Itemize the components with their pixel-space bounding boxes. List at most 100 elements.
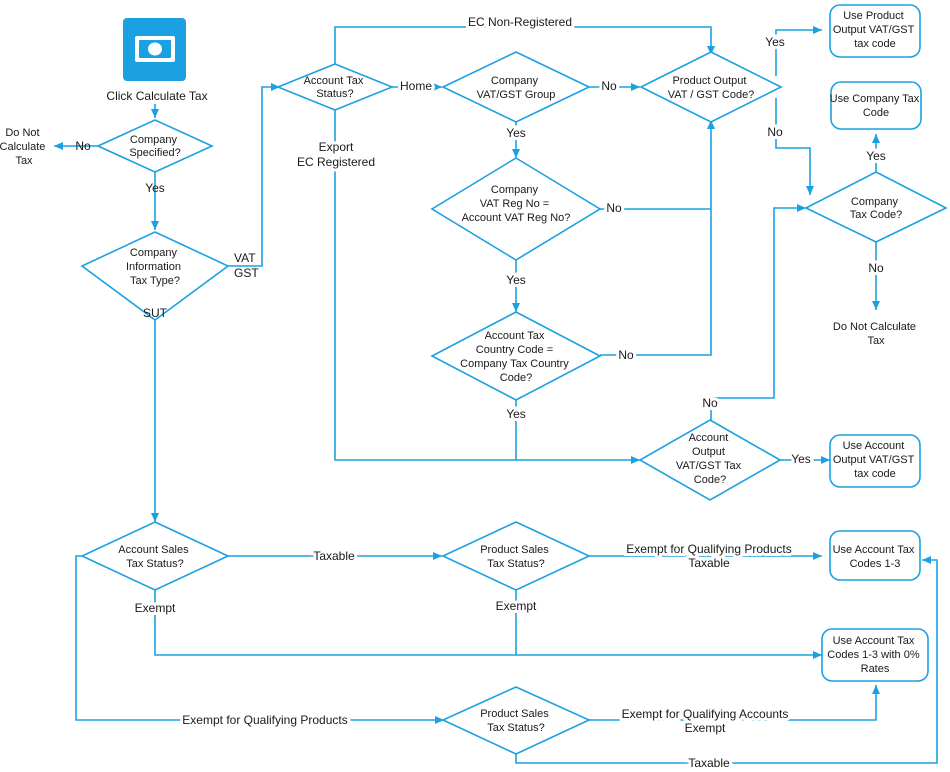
edge-export bbox=[334, 110, 640, 464]
company-tax-code-decision: Company Tax Code? bbox=[804, 171, 948, 243]
product-sales-tax-status-decision-2: Product Sales Tax Status? bbox=[441, 686, 591, 755]
label-exempt-1: Exempt bbox=[135, 601, 176, 615]
label-ec-non-registered: EC Non-Registered bbox=[468, 15, 572, 29]
edge-product-output-yes bbox=[775, 26, 822, 76]
label-yes-1: Yes bbox=[145, 181, 165, 195]
company-info-tax-type-decision: Company Information Tax Type? bbox=[80, 231, 230, 321]
calculate-tax-button[interactable]: Click Calculate Tax bbox=[106, 18, 208, 103]
edge-labels: No Yes VAT GST SUT EC Non-Registered Hom… bbox=[75, 12, 888, 772]
edge-exempt-qualifying-products-1 bbox=[75, 555, 444, 724]
company-specified-line-1: Company bbox=[130, 134, 178, 146]
account-tax-country-decision: Account Tax Country Code = Company Tax C… bbox=[430, 311, 602, 401]
svg-text:Company VAT Reg No =: Company VAT Reg No = Account VAT Reg No? bbox=[462, 184, 571, 224]
vat-reg-line-3: Account VAT Reg No? bbox=[462, 212, 571, 224]
svg-text:Use Account Tax Codes 1-: Use Account Tax Codes 1-3 with 0% Rates bbox=[827, 635, 922, 675]
label-yes-4: Yes bbox=[506, 273, 526, 287]
country-line-2: Country Code = bbox=[476, 344, 553, 356]
svg-text:Company Specified?: Company Specified? bbox=[129, 134, 180, 159]
account-sales-tax-status-decision: Account Sales Tax Status? bbox=[80, 521, 230, 591]
use-tax-codes-zero-line-3: Rates bbox=[861, 663, 890, 675]
svg-text:Account Sales Tax Status: Account Sales Tax Status? bbox=[118, 544, 191, 570]
company-vat-group-decision: Company VAT/GST Group bbox=[441, 51, 591, 123]
use-account-output-terminal: Use Account Output VAT/GST tax code bbox=[829, 434, 921, 488]
company-info-line-2: Information bbox=[126, 261, 181, 273]
company-info-line-1: Company bbox=[130, 247, 178, 259]
edge-vat-gst bbox=[228, 83, 280, 267]
use-account-tax-codes-terminal: Use Account Tax Codes 1-3 bbox=[829, 530, 921, 581]
svg-text:Use Company Tax Code: Use Company Tax Code bbox=[830, 93, 923, 119]
edge-exempt-1 bbox=[154, 590, 822, 659]
vat-reg-line-2: VAT Reg No = bbox=[480, 198, 549, 210]
account-sales-line-1: Account Sales bbox=[118, 544, 189, 556]
svg-text:Company Tax Code?: Company Tax Code? bbox=[850, 196, 903, 221]
vat-group-line-1: Company bbox=[491, 75, 539, 87]
do-not-calc-2-line-1: Do Not Calculate bbox=[833, 321, 916, 333]
company-vat-reg-decision: Company VAT Reg No = Account VAT Reg No? bbox=[430, 157, 602, 261]
label-vat: VAT bbox=[234, 251, 256, 265]
edge-ec-non-registered bbox=[334, 26, 715, 64]
product-output-vat-decision: Product Output VAT / GST Code? bbox=[639, 51, 783, 123]
country-line-3: Company Tax Country bbox=[460, 358, 569, 370]
svg-text:Account Output VAT: Account Output VAT/GST Tax Code? bbox=[676, 432, 744, 486]
use-account-output-line-1: Use Account bbox=[843, 440, 905, 452]
label-sut: SUT bbox=[143, 306, 168, 320]
label-gst: GST bbox=[234, 266, 259, 280]
label-home: Home bbox=[400, 79, 432, 93]
edge-country-no bbox=[600, 120, 715, 356]
label-no-5: No bbox=[618, 348, 634, 362]
account-output-line-4: Code? bbox=[694, 474, 726, 486]
product-sales-2-line-2: Tax Status? bbox=[487, 722, 544, 734]
label-yes-account-output: Yes bbox=[791, 452, 811, 466]
account-tax-status-line-1: Account Tax bbox=[304, 75, 364, 87]
label-exempt-qualifying-accounts: Exempt for Qualifying Accounts bbox=[622, 707, 789, 721]
use-product-output-line-1: Use Product bbox=[843, 10, 904, 22]
svg-text:Use Account Output VAT/G: Use Account Output VAT/GST tax code bbox=[833, 440, 917, 480]
label-no-4: No bbox=[606, 201, 622, 215]
label-yes-2: Yes bbox=[506, 126, 526, 140]
label-yes-6: Yes bbox=[866, 149, 886, 163]
account-sales-line-2: Tax Status? bbox=[126, 558, 183, 570]
use-company-tax-line-2: Code bbox=[863, 107, 889, 119]
label-no-1: No bbox=[75, 139, 91, 153]
svg-text:Do Not Calculate Tax: Do Not Calculate Tax bbox=[833, 321, 919, 347]
do-not-calc-1-line-2: Calculate bbox=[0, 141, 45, 153]
svg-text:Account Tax Country Code: Account Tax Country Code = Company Tax C… bbox=[460, 330, 572, 384]
use-product-output-line-3: tax code bbox=[854, 38, 896, 50]
do-not-calculate-tax-2: Do Not Calculate Tax bbox=[833, 321, 919, 347]
label-taxable-2: Taxable bbox=[688, 556, 730, 570]
use-tax-codes-zero-line-1: Use Account Tax bbox=[833, 635, 915, 647]
vat-group-line-2: VAT/GST Group bbox=[477, 89, 556, 101]
label-no-7: No bbox=[702, 396, 718, 410]
svg-text:Product Sales Tax Status: Product Sales Tax Status? bbox=[480, 708, 552, 734]
label-no-3: No bbox=[767, 125, 783, 139]
svg-text:Product Output VAT / GST: Product Output VAT / GST Code? bbox=[668, 75, 755, 101]
product-output-line-1: Product Output bbox=[672, 75, 746, 87]
do-not-calc-2-line-2: Tax bbox=[867, 335, 885, 347]
use-company-tax-line-1: Use Company Tax bbox=[830, 93, 920, 105]
use-product-output-line-2: Output VAT/GST bbox=[833, 24, 915, 36]
svg-text:Do Not Calculate T: Do Not Calculate Tax bbox=[0, 127, 48, 167]
use-account-output-line-3: tax code bbox=[854, 468, 896, 480]
vat-reg-line-1: Company bbox=[491, 184, 539, 196]
start-label: Click Calculate Tax bbox=[106, 89, 207, 103]
svg-text:Account Tax Status?: Account Tax Status? bbox=[304, 75, 367, 100]
edges bbox=[54, 26, 938, 764]
svg-text:Product Sales Tax Status: Product Sales Tax Status? bbox=[480, 544, 552, 570]
label-yes-3: Yes bbox=[765, 35, 785, 49]
label-exempt-3: Exempt bbox=[685, 721, 726, 735]
svg-text:Company Information: Company Information Tax Type? bbox=[126, 247, 184, 287]
do-not-calculate-tax-1: Do Not Calculate Tax bbox=[0, 127, 48, 167]
company-tax-code-line-1: Company bbox=[851, 196, 899, 208]
product-sales-tax-status-decision-1: Product Sales Tax Status? bbox=[441, 521, 591, 591]
account-tax-status-decision: Account Tax Status? bbox=[275, 63, 395, 111]
use-product-output-terminal: Use Product Output VAT/GST tax code bbox=[829, 4, 921, 58]
label-exempt-2: Exempt bbox=[496, 599, 537, 613]
edge-taxable-3 bbox=[515, 556, 938, 764]
use-tax-codes-line-2: Codes 1-3 bbox=[850, 558, 901, 570]
product-sales-2-line-1: Product Sales bbox=[480, 708, 549, 720]
company-specified-decision: Company Specified? bbox=[96, 119, 214, 173]
use-account-tax-codes-zero-terminal: Use Account Tax Codes 1-3 with 0% Rates bbox=[821, 628, 929, 682]
edge-exempt-qualifying-accounts bbox=[589, 685, 880, 721]
label-no-2: No bbox=[601, 79, 617, 93]
